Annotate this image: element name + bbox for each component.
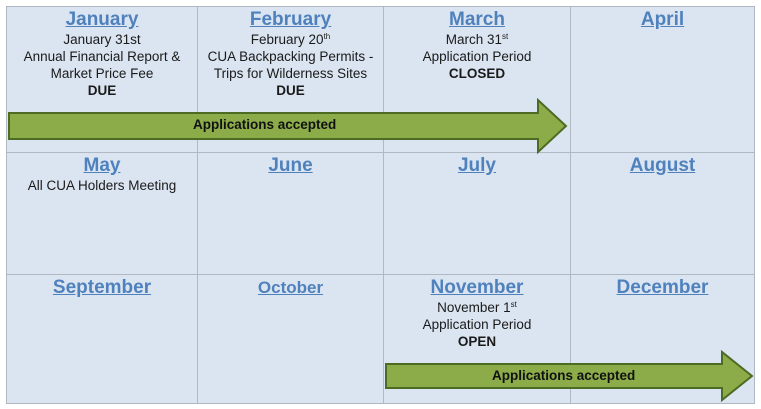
month-link-march[interactable]: March: [449, 9, 505, 30]
month-link-february[interactable]: February: [249, 9, 332, 30]
month-link-september[interactable]: September: [52, 277, 152, 298]
november-deadline-item: Application Period: [422, 317, 532, 332]
march-deadline-date: March 31st: [384, 31, 570, 48]
march-deadline-item: Application Period: [422, 49, 532, 64]
february-date-suffix: th: [323, 32, 331, 41]
month-cell-november: November November 1st Application Period…: [384, 275, 570, 403]
february-date: February 20: [250, 32, 324, 47]
february-status: DUE: [276, 83, 305, 98]
february-deadline-date: February 20th: [198, 31, 383, 48]
january-deadline-item: Annual Financial Report &: [23, 49, 181, 64]
january-deadline-item: Market Price Fee: [50, 66, 154, 81]
applications-accepted-label-top: Applications accepted: [193, 117, 337, 132]
may-event: All CUA Holders Meeting: [27, 178, 177, 193]
november-status: OPEN: [457, 334, 497, 349]
month-cell-december: December: [571, 275, 754, 403]
march-date: March 31: [445, 32, 503, 47]
month-cell-june: June: [198, 153, 383, 274]
month-cell-may: May All CUA Holders Meeting: [7, 153, 197, 274]
month-link-june[interactable]: June: [268, 155, 313, 176]
month-link-may[interactable]: May: [83, 155, 121, 176]
month-cell-april: April: [571, 7, 754, 152]
month-link-july[interactable]: July: [457, 155, 497, 176]
month-link-december[interactable]: December: [616, 277, 709, 298]
november-date: November 1: [437, 300, 511, 315]
month-cell-october: October: [198, 275, 383, 403]
january-status: DUE: [87, 83, 117, 98]
month-cell-march: March March 31st Application Period CLOS…: [384, 7, 570, 152]
application-calendar: January January 31st Annual Financial Re…: [6, 6, 755, 404]
month-cell-february: February February 20th CUA Backpacking P…: [198, 7, 383, 152]
month-cell-september: September: [7, 275, 197, 403]
march-date-suffix: st: [502, 32, 509, 41]
month-cell-january: January January 31st Annual Financial Re…: [7, 7, 197, 152]
november-date-suffix: st: [510, 300, 517, 309]
applications-accepted-arrow-bottom: [385, 349, 754, 403]
grid-divider: [570, 7, 571, 403]
grid-divider: [7, 152, 754, 153]
month-link-january[interactable]: January: [65, 9, 139, 30]
month-link-october[interactable]: October: [257, 278, 324, 297]
february-deadline-item: CUA Backpacking Permits -: [207, 49, 374, 64]
applications-accepted-arrow-top: [8, 97, 568, 154]
grid-divider: [7, 274, 754, 275]
month-link-august[interactable]: August: [629, 155, 696, 176]
month-link-november[interactable]: November: [430, 277, 524, 298]
grid-divider: [383, 7, 384, 403]
month-cell-july: July: [384, 153, 570, 274]
february-deadline-item: Trips for Wilderness Sites: [213, 66, 368, 81]
grid-divider: [197, 7, 198, 403]
applications-accepted-label-bottom: Applications accepted: [492, 368, 636, 383]
month-link-april[interactable]: April: [640, 9, 685, 30]
month-cell-august: August: [571, 153, 754, 274]
november-deadline-date: November 1st: [384, 299, 570, 316]
january-deadline-date: January 31st: [63, 32, 141, 47]
march-status: CLOSED: [448, 66, 506, 81]
